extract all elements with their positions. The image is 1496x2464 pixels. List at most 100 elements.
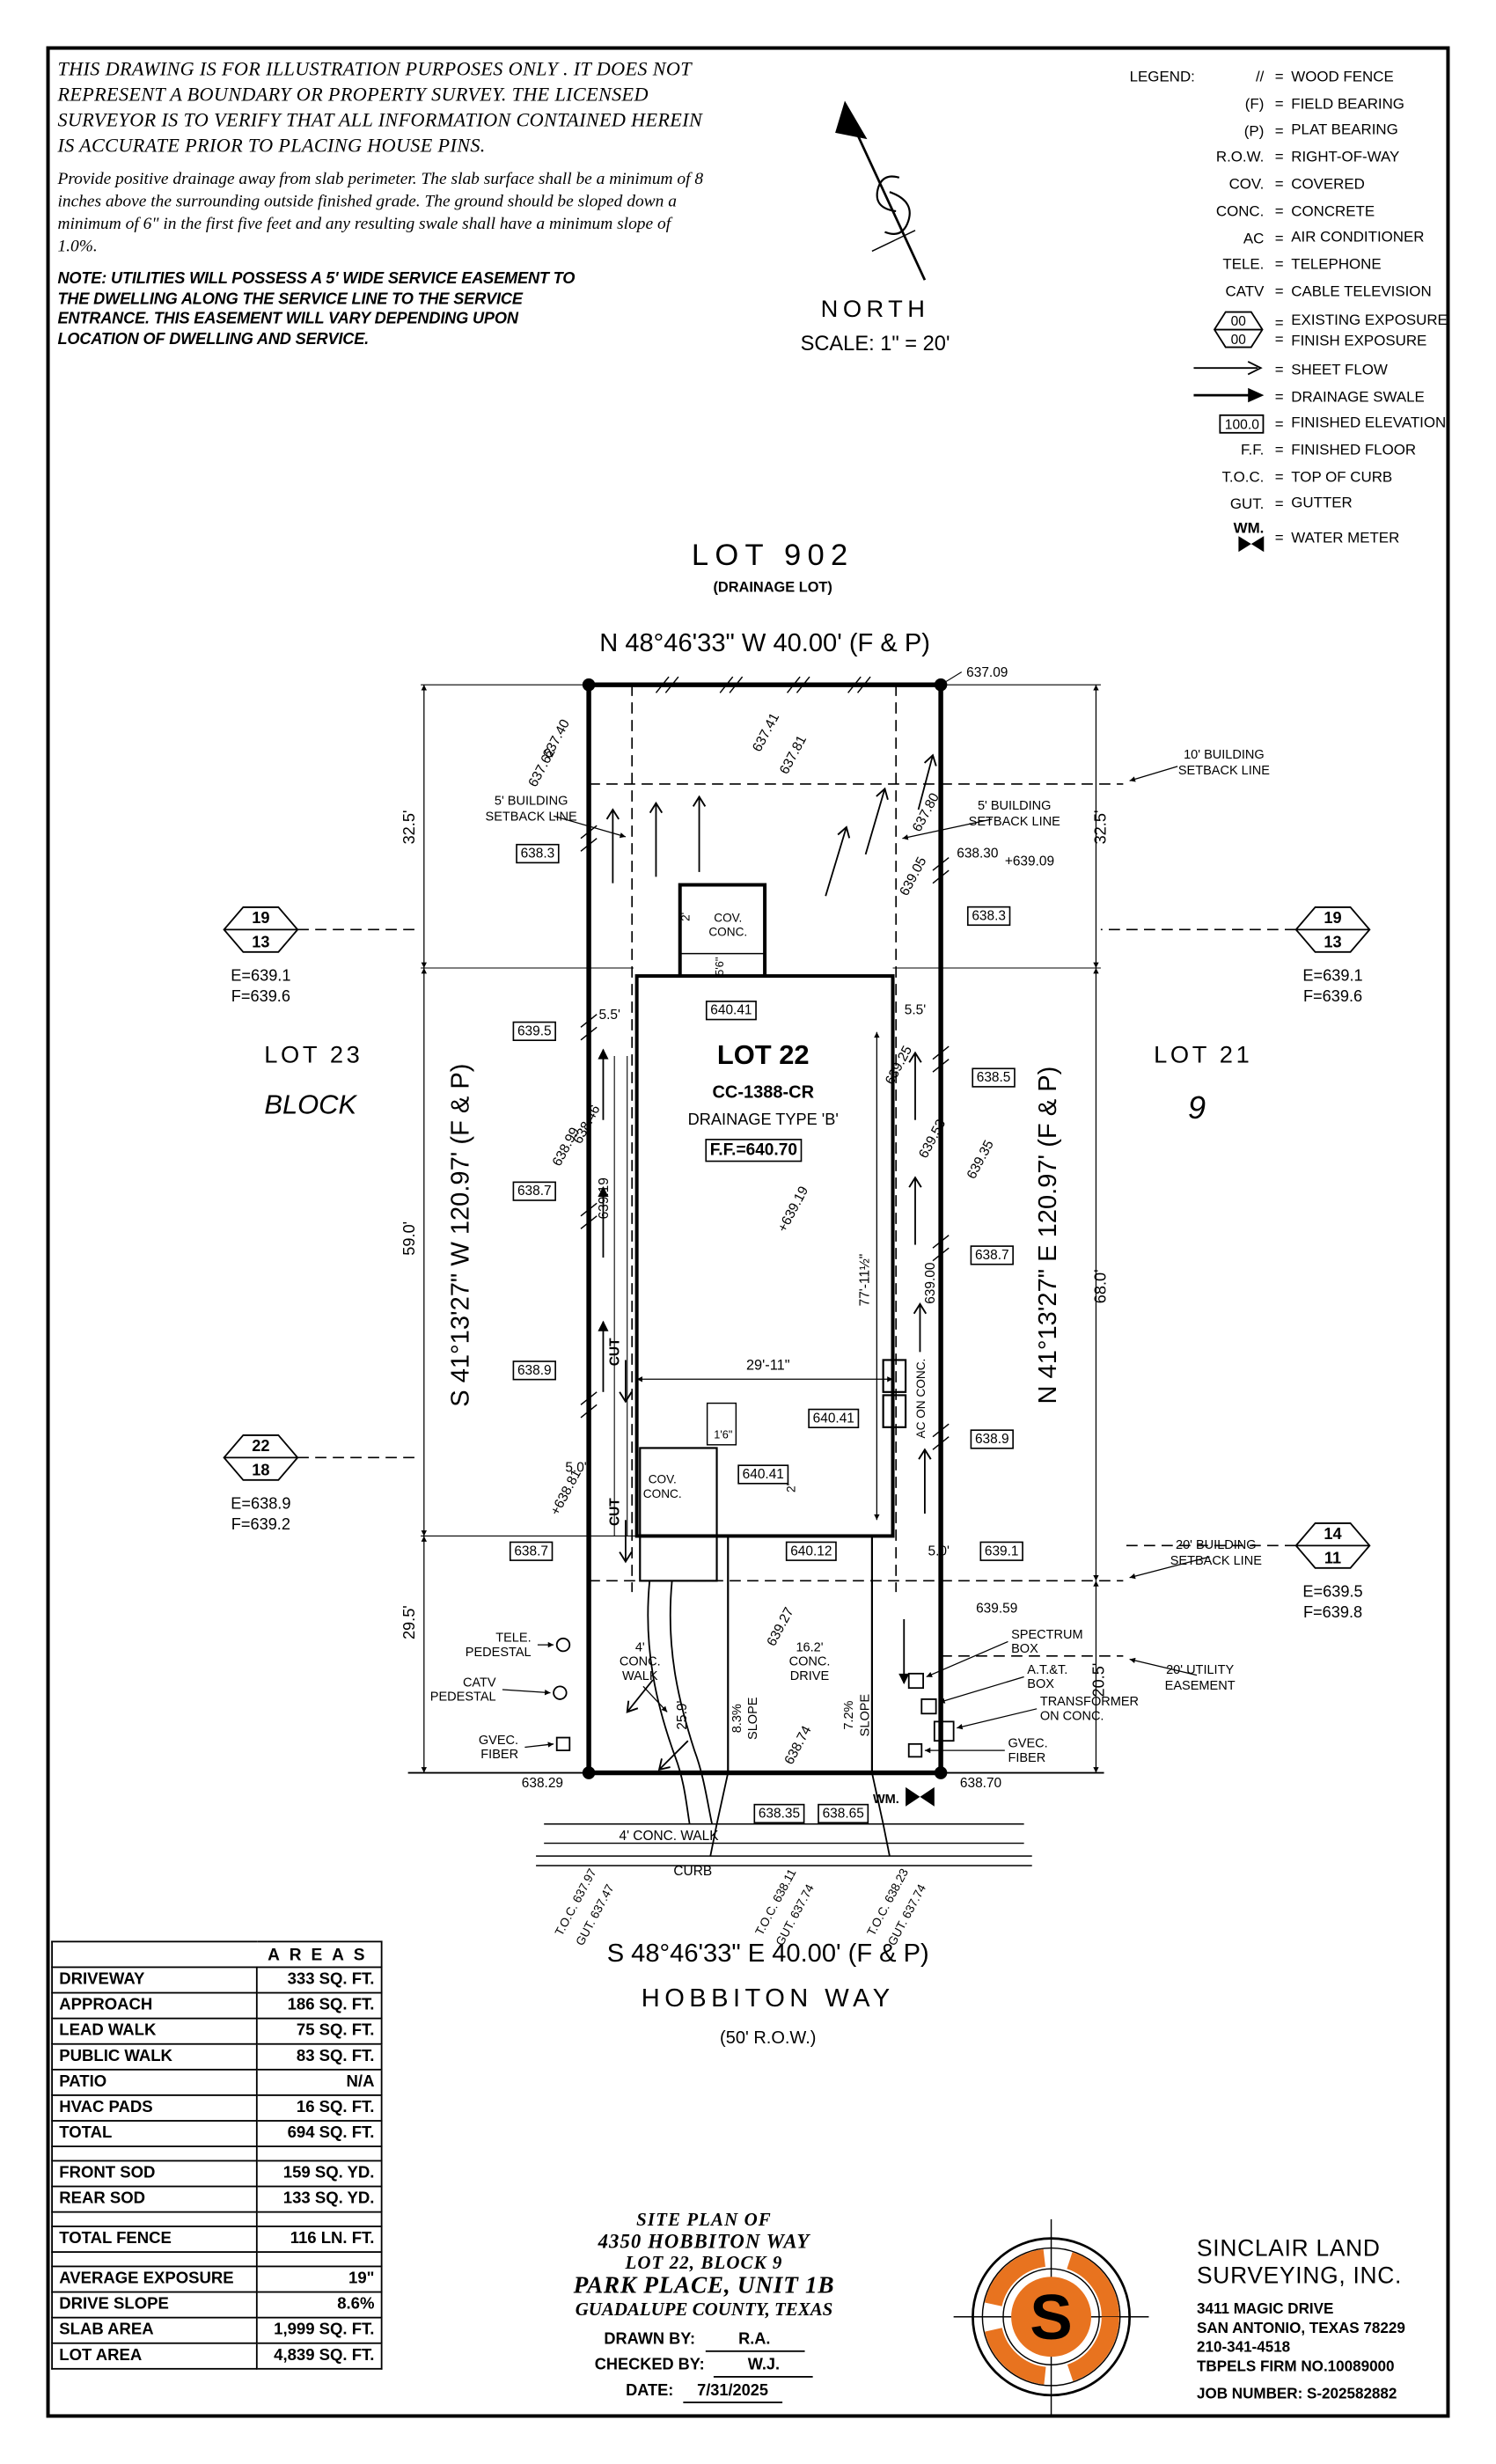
job-number: JOB NUMBER: S-202582882 [1197,2384,1397,2402]
plan-label: 18 [252,1461,269,1478]
elevation-box [753,1803,805,1824]
svg-text:00: 00 [1231,332,1246,347]
plan-label: ON CONC. [1040,1710,1104,1724]
plan-label: 7.2% [842,1700,856,1729]
elevation-box [785,1541,837,1561]
wood-fence-ticks [580,676,950,1450]
plan-label: FIBER [480,1748,518,1762]
elevation-box [512,1360,556,1381]
legend-symbol: WM. [1193,520,1267,555]
logo-center [1011,2277,1091,2358]
bearing-east: N 41°13'27" E 120.97' (F & P) [1034,1067,1062,1404]
plan-label: 5.0' [565,1461,586,1476]
utility-symbols [553,1637,955,1807]
plan-label: 32.5' [400,810,418,845]
title-line-2: 4350 HOBBITON WAY [598,2230,810,2253]
plan-label: 29.5' [400,1605,418,1639]
plan-label: 68.0' [1091,1269,1109,1303]
areas-row [51,2211,383,2227]
plan-label: +638.81 [548,1467,584,1518]
legend-description: FIELD BEARING [1291,95,1404,112]
plan-label: 638.29 [522,1776,563,1791]
plan-label: 639.25 [883,1044,915,1088]
legend-item: CONC.=CONCRETE [1193,201,1457,221]
plan-label: 639.59 [976,1602,1017,1617]
plan-label: 638.3 [521,847,555,862]
plan-label: 638.5 [977,1070,1011,1085]
plan-label: SETBACK LINE [969,815,1060,829]
plan-label: CONC. [620,1655,661,1669]
disclaimer-block: THIS DRAWING IS FOR ILLUSTRATION PURPOSE… [57,57,704,350]
legend-item: WM.=WATER METER [1193,520,1457,555]
legend-description: PLAT BEARING [1291,122,1398,139]
title-block: SITE PLAN OF 4350 HOBBITON WAY LOT 22, B… [480,2211,928,2409]
plan-label: CATV [463,1676,496,1690]
plan-label: 32.5' [1091,810,1109,845]
legend-equals: == [1274,314,1284,347]
plan-label: WALK [622,1669,658,1683]
areas-row [51,2145,383,2162]
att-box-icon [920,1698,937,1715]
utility-easement-note: NOTE: UTILITIES WILL POSSESS A 5' WIDE S… [57,270,576,348]
sheet-border [46,46,1450,2418]
legend-description: TELEPHONE [1291,256,1382,273]
block-9-label: 9 [1188,1089,1206,1126]
plan-label: 637.81 [777,733,810,777]
drainage-lot-label: (DRAINAGE LOT) [713,580,832,596]
plan-label: DRAINAGE TYPE 'B' [688,1111,839,1128]
plan-label: SLOPE [746,1697,760,1740]
legend-description: SHEET FLOW [1291,361,1388,378]
plan-label: CUT [608,1498,623,1526]
plan-label: AC ON CONC. [914,1359,928,1439]
legend-description: CABLE TELEVISION [1291,282,1432,299]
legend-symbol: R.O.W. [1215,149,1265,166]
plan-label: GVEC. [1008,1736,1047,1750]
plan-label: 638.7 [514,1544,548,1558]
plan-label: 640.41 [813,1411,854,1426]
legend-equals: = [1274,69,1284,85]
plan-label: 19 [252,909,269,927]
logo-ring [983,2248,1119,2385]
areas-title: AREAS [51,1940,383,1969]
legend-item: R.O.W.=RIGHT-OF-WAY [1193,148,1457,168]
legend-description: WOOD FENCE [1291,69,1394,85]
legend-description: TOP OF CURB [1291,468,1393,485]
plan-label: BOX [1027,1677,1054,1691]
legend-symbol: (P) [1243,122,1265,139]
street-name: HOBBITON WAY [642,1984,895,2013]
plan-label: SETBACK LINE [1178,764,1270,778]
plan-label: TRANSFORMER [1040,1695,1139,1709]
elevation-box [970,1429,1014,1449]
plan-label: 638.7 [975,1248,1009,1263]
plan-label: 5'6" [713,957,726,976]
leader-lines [502,766,1210,1754]
finished-floor-label: F.F.=640.70 [710,1141,797,1160]
plan-label: 639.5 [517,1023,552,1038]
sheet-flow-arrow-icon [1193,361,1263,376]
plan-label: 10' BUILDING [1184,748,1265,762]
plan-label: +639.09 [1005,854,1054,869]
legend-item: COV.=COVERED [1193,174,1457,194]
transformer-icon [933,1720,955,1742]
checked-by-label: CHECKED BY: [594,2357,705,2375]
date-label: DATE: [626,2382,674,2401]
title-line-5: GUADALUPE COUNTY, TEXAS [575,2300,833,2321]
drainage-swale-arrow-icon [1193,387,1265,402]
legend-description: RIGHT-OF-WAY [1291,149,1400,165]
plan-label: SETBACK LINE [486,810,577,825]
legend-symbol: T.O.C. [1221,468,1265,485]
legend-item: T.O.C.=TOP OF CURB [1193,466,1457,487]
legend-symbol: CONC. [1215,202,1265,219]
plan-label: 5.5' [599,1008,620,1023]
